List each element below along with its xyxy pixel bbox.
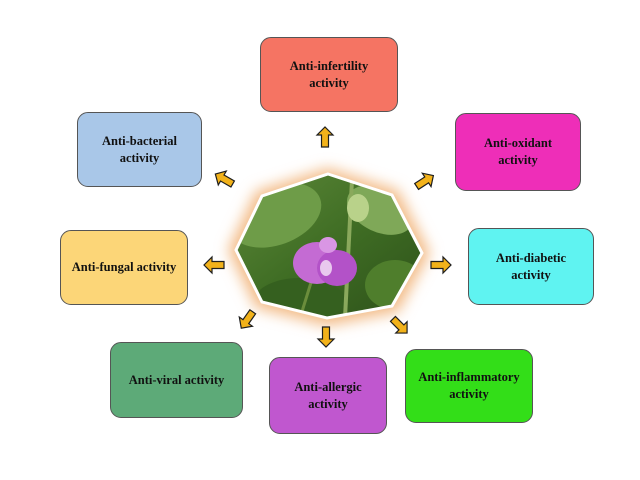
- arrow-up-left: [214, 170, 236, 188]
- arrow-right: [430, 255, 452, 275]
- anti-infertility-box: Anti-infertility activity: [260, 37, 398, 112]
- anti-allergic-box: Anti-allergic activity: [269, 357, 387, 434]
- anti-oxidant-label: Anti-oxidant activity: [483, 136, 553, 167]
- center-border: [234, 172, 424, 320]
- anti-fungal-label: Anti-fungal activity: [71, 260, 177, 275]
- arrow-up-right: [413, 172, 435, 191]
- anti-diabetic-label: Anti-diabetic activity: [495, 250, 567, 282]
- anti-diabetic-box: Anti-diabetic activity: [468, 228, 594, 305]
- arrow-down-left: [238, 308, 257, 329]
- arrow-left: [203, 255, 225, 275]
- anti-bacterial-box: Anti-bacterial activity: [77, 112, 202, 187]
- anti-inflammatory-box: Anti-inflammatory activity: [405, 349, 533, 423]
- anti-infertility-label: Anti-infertility activity: [289, 58, 369, 90]
- anti-inflammatory-label: Anti-inflammatory activity: [418, 370, 520, 401]
- arrows: [203, 126, 452, 348]
- anti-allergic-label: Anti-allergic activity: [294, 379, 362, 411]
- anti-bacterial-label: Anti-bacterial activity: [102, 133, 177, 165]
- arrow-down: [316, 326, 336, 348]
- arrow-down-right: [389, 315, 408, 334]
- arrow-up: [315, 126, 335, 148]
- anti-viral-box: Anti-viral activity: [110, 342, 243, 418]
- anti-fungal-box: Anti-fungal activity: [60, 230, 188, 305]
- anti-viral-label: Anti-viral activity: [128, 372, 225, 387]
- center-plant-image: [228, 168, 430, 326]
- anti-oxidant-box: Anti-oxidant activity: [455, 113, 581, 191]
